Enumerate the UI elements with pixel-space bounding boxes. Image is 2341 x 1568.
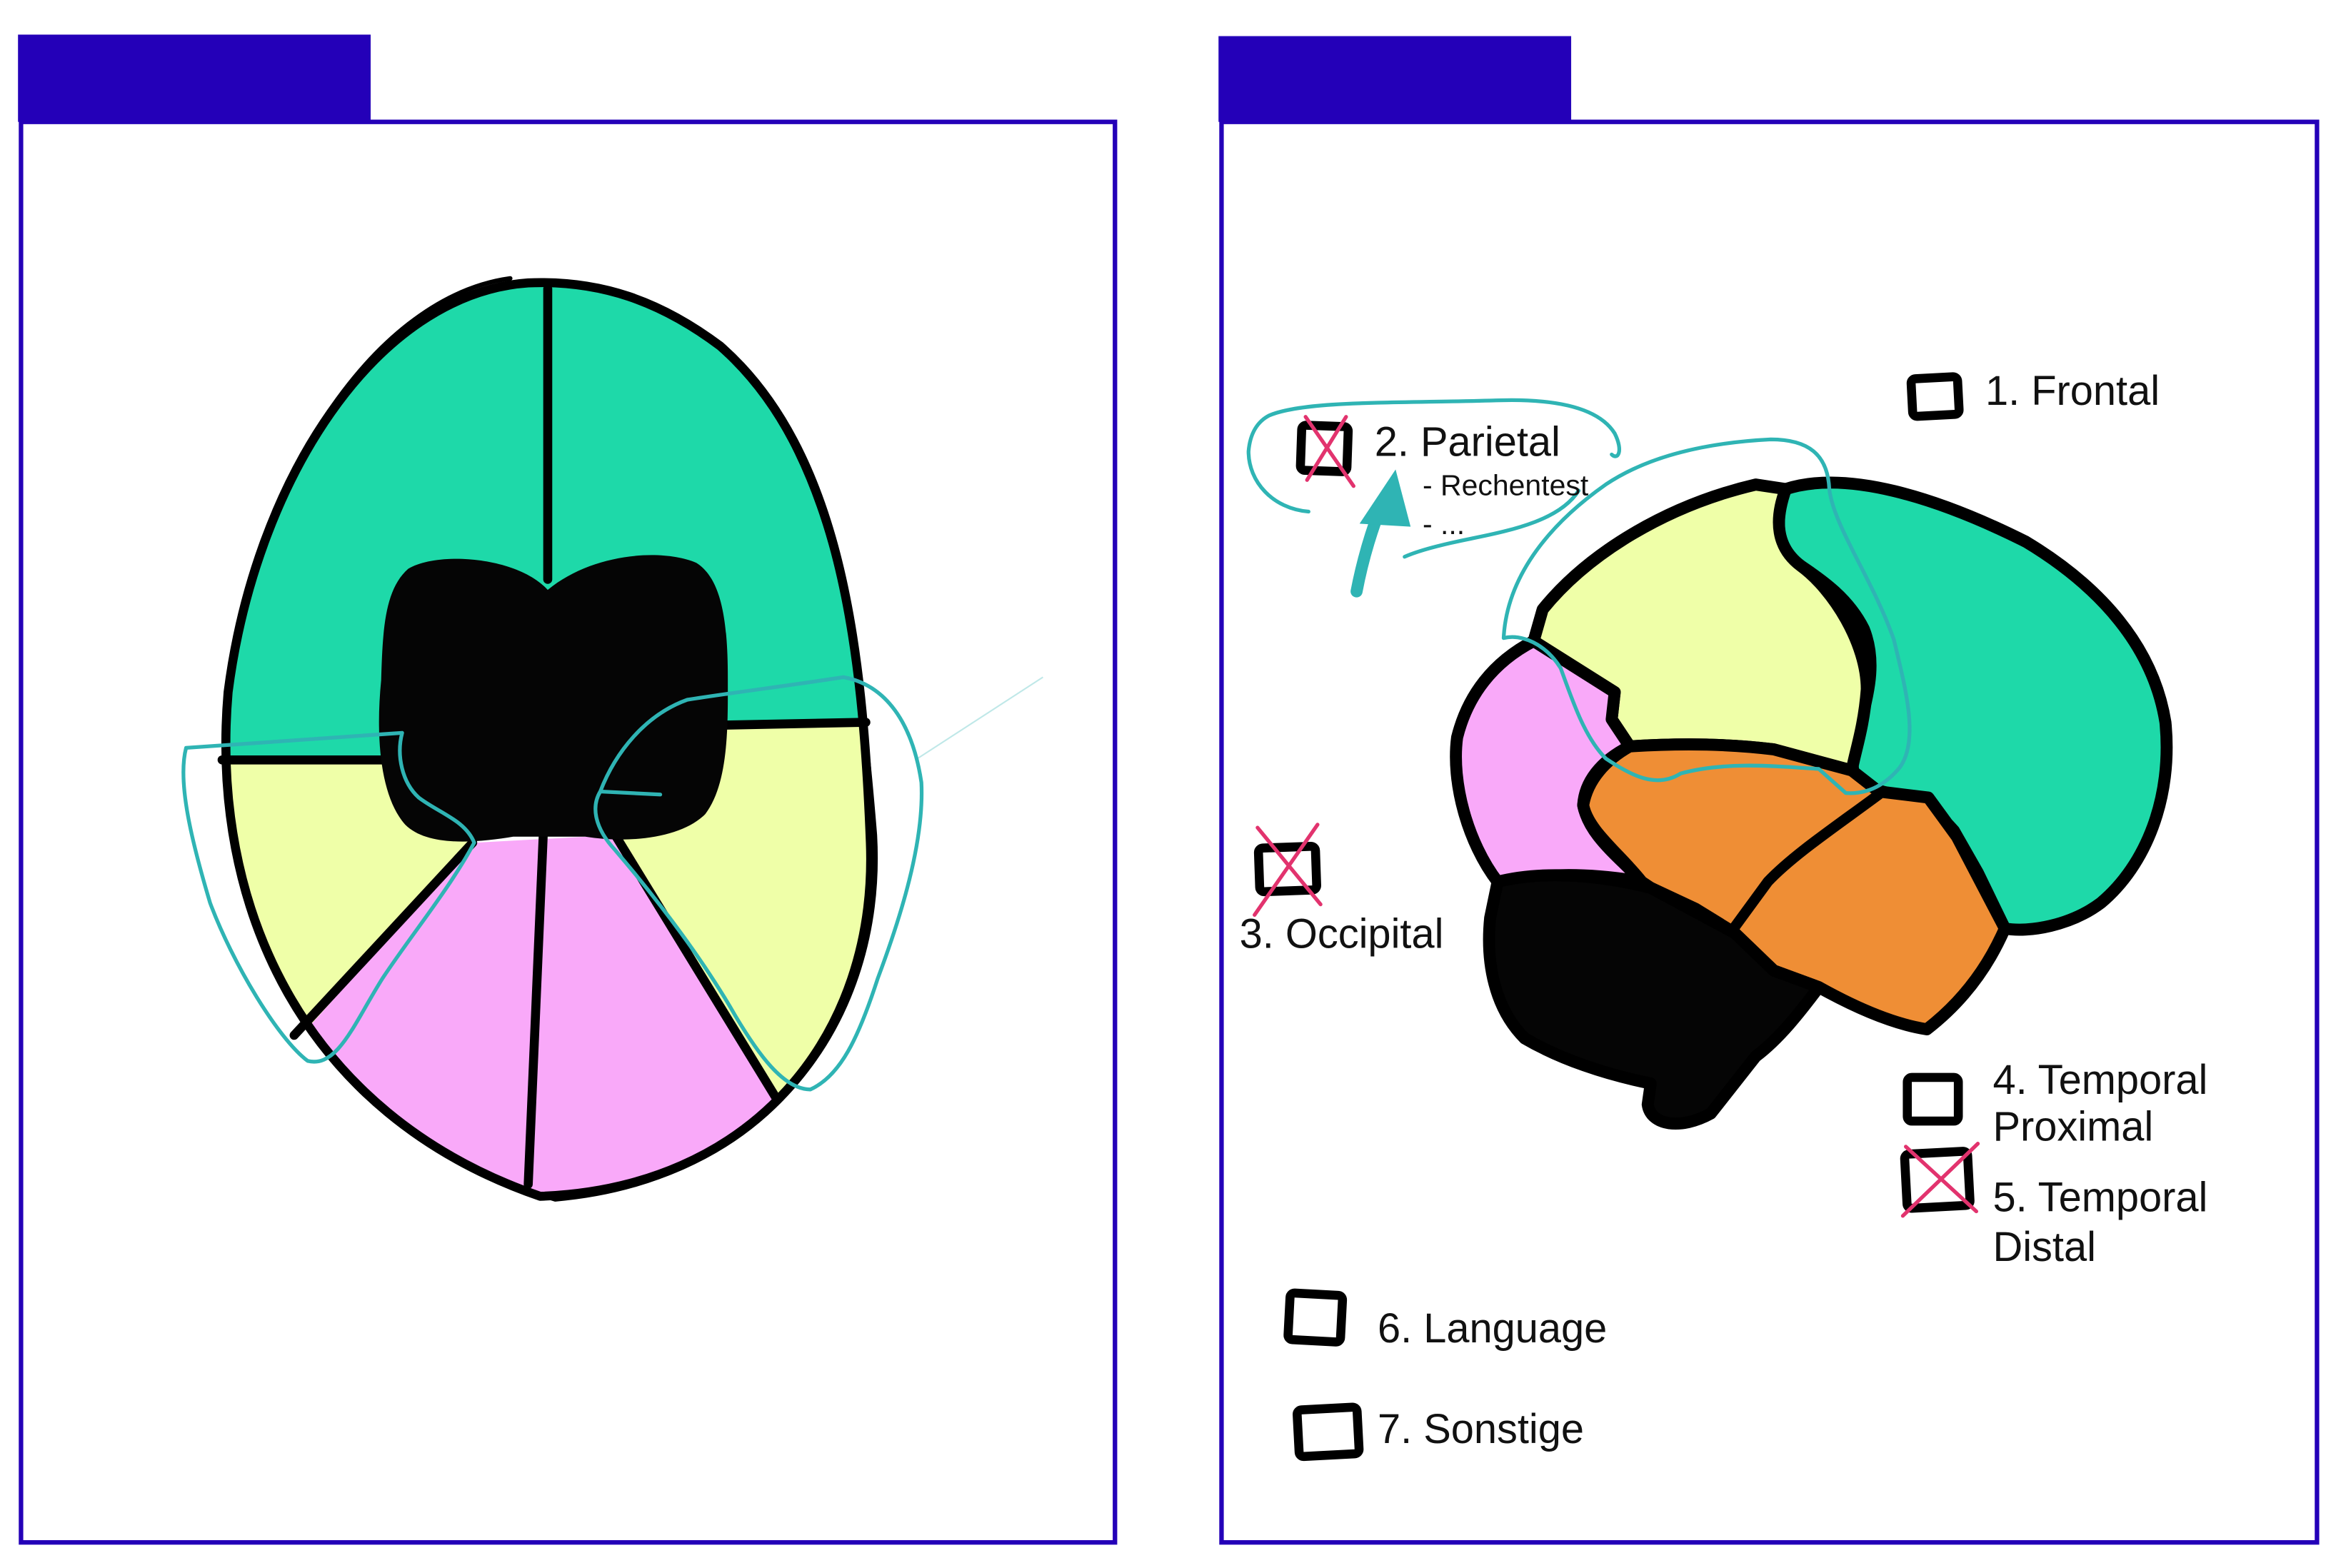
axial-occipital-region <box>226 835 871 1197</box>
checklist-label-5b: Distal <box>1993 1225 2096 1270</box>
axial-left-annotation-outline <box>181 730 476 1064</box>
checklist-item-3: 3. Occipital <box>1240 823 1444 958</box>
cross-mark-2 <box>1303 415 1355 488</box>
cross-mark-3 <box>1253 823 1323 917</box>
lateral-temporal-region <box>1577 738 2011 1035</box>
axial-right-parietal-region <box>615 723 871 1107</box>
lateral-brain-diagram <box>1450 437 2173 1130</box>
checklist-item-4: 4. Temporal Proximal <box>1903 1057 2208 1150</box>
left-panel-tab <box>18 34 371 122</box>
axial-frontal-region <box>226 282 871 760</box>
checklist-label-7: 7. Sonstige <box>1378 1407 1584 1452</box>
checkbox-5[interactable] <box>1900 1147 1975 1213</box>
checklist-item-5: 5. Temporal Distal <box>1900 1142 2208 1270</box>
note-bubble-outline <box>1246 398 1622 559</box>
checklist-item-2: 2. Parietal - Rechentest - ... <box>1295 415 1589 541</box>
checkbox-2[interactable] <box>1295 421 1353 476</box>
checklist-label-4b: Proximal <box>1993 1104 2154 1150</box>
checkbox-3[interactable] <box>1253 842 1321 897</box>
lateral-temporal-divider <box>1729 789 1885 933</box>
checklist-note-2a: - Rechentest <box>1423 468 1589 501</box>
note-arrow-head <box>1359 469 1411 527</box>
axial-central-black-region <box>379 555 728 842</box>
checklist-label-5a: 5. Temporal <box>1993 1175 2208 1220</box>
checklist-label-4a: 4. Temporal <box>1993 1057 2208 1103</box>
parietal-note-annotation <box>1246 398 1622 598</box>
axial-right-annotation-outline <box>593 675 924 1092</box>
checklist-label-2: 2. Parietal <box>1375 419 1560 465</box>
lateral-parietal-annotation-outline <box>1501 437 1912 795</box>
checkbox-7[interactable] <box>1293 1402 1364 1462</box>
checklist-label-3: 3. Occipital <box>1240 912 1444 958</box>
left-panel <box>18 34 1118 1545</box>
checkbox-6[interactable] <box>1283 1288 1348 1347</box>
axial-brain-outline-sketch <box>222 276 878 1202</box>
checklist-item-6: 6. Language <box>1283 1288 1607 1352</box>
checklist-label-6: 6. Language <box>1378 1306 1607 1352</box>
axial-faint-stroke <box>915 676 1043 761</box>
checklist-item-7: 7. Sonstige <box>1293 1402 1584 1462</box>
checklist-label-1: 1. Frontal <box>1985 368 2160 414</box>
lobe-checklist: 1. Frontal 2. Parietal - Rechentest - ..… <box>1240 368 2208 1462</box>
checklist-note-2b: - ... <box>1423 508 1465 541</box>
right-panel-tab <box>1218 36 1572 122</box>
cross-mark-5 <box>1900 1142 1980 1218</box>
axial-divider-lines <box>217 284 871 1189</box>
right-panel: 1. Frontal 2. Parietal - Rechentest - ..… <box>1218 36 2320 1545</box>
checklist-item-1: 1. Frontal <box>1906 368 2160 421</box>
lateral-cerebellum-region <box>1483 869 1825 1130</box>
checkbox-4[interactable] <box>1903 1072 1963 1126</box>
checkbox-1[interactable] <box>1906 372 1964 421</box>
